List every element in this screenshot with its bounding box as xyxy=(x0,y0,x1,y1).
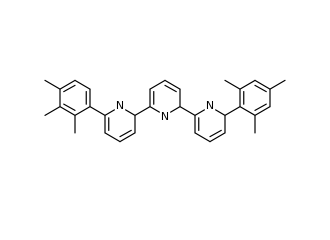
atom-label-n-right: N xyxy=(206,99,214,112)
left-mesityl-ring xyxy=(59,79,91,116)
right-pyridine-ring xyxy=(194,109,226,143)
atom-label-n-left: N xyxy=(116,99,124,112)
molecule-transform-group: N N N xyxy=(44,79,286,143)
left-central-pyridine-bond xyxy=(134,106,151,116)
central-pyridine-ring xyxy=(149,79,181,113)
left-aryl-pyridine-bond xyxy=(89,106,106,116)
atom-label-n-center: N xyxy=(161,110,169,123)
right-mesityl-methyl-groups xyxy=(224,79,286,134)
central-right-pyridine-bond xyxy=(179,106,196,116)
left-mesityl-methyl-groups xyxy=(44,79,76,134)
left-pyridine-ring xyxy=(104,109,136,143)
right-aryl-pyridine-bond xyxy=(224,106,241,116)
molecule-structure-diagram: N N N xyxy=(44,79,286,143)
right-mesityl-ring xyxy=(239,79,271,116)
